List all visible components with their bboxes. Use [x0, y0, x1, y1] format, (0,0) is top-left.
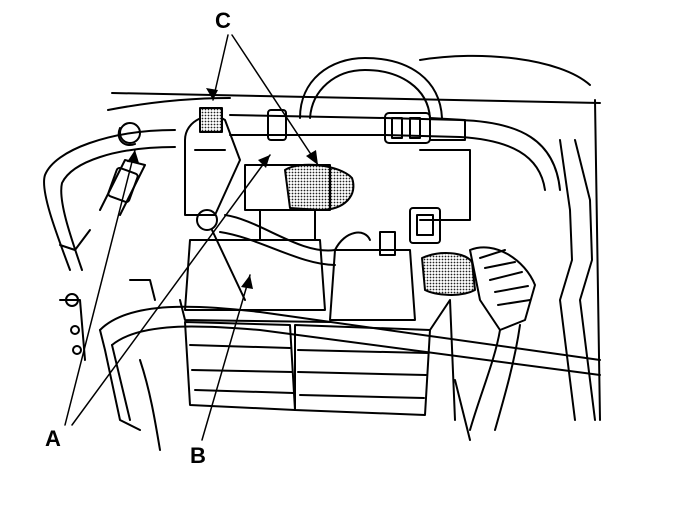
corrugated-elbow	[469, 246, 536, 331]
leader-a-1	[64, 149, 136, 426]
leader-lines	[64, 34, 319, 441]
upper-frame-rail	[111, 92, 601, 104]
hatched-hose-c	[284, 163, 355, 211]
arrowheads	[127, 88, 318, 289]
callout-label-a: A	[45, 426, 61, 451]
hatched-hose-right	[421, 252, 476, 296]
upper-hose	[229, 114, 561, 191]
hose-clamp-upper	[267, 109, 287, 141]
callout-label-b: B	[190, 443, 206, 468]
relay-connector	[409, 207, 441, 244]
arched-hose	[299, 57, 443, 119]
callout-label-c: C	[215, 8, 231, 33]
lower-block-right	[294, 324, 431, 416]
front-cross-bar	[99, 305, 601, 361]
connector-right	[384, 112, 431, 144]
lower-block-left	[184, 321, 296, 411]
sensor-connector-left	[107, 166, 139, 204]
right-box	[329, 249, 416, 321]
leader-c-2	[231, 34, 319, 166]
air-box	[184, 239, 326, 311]
left-hose	[43, 129, 176, 271]
leader-c-1	[212, 34, 229, 101]
leader-b	[201, 274, 251, 441]
leader-a-2	[71, 154, 271, 426]
